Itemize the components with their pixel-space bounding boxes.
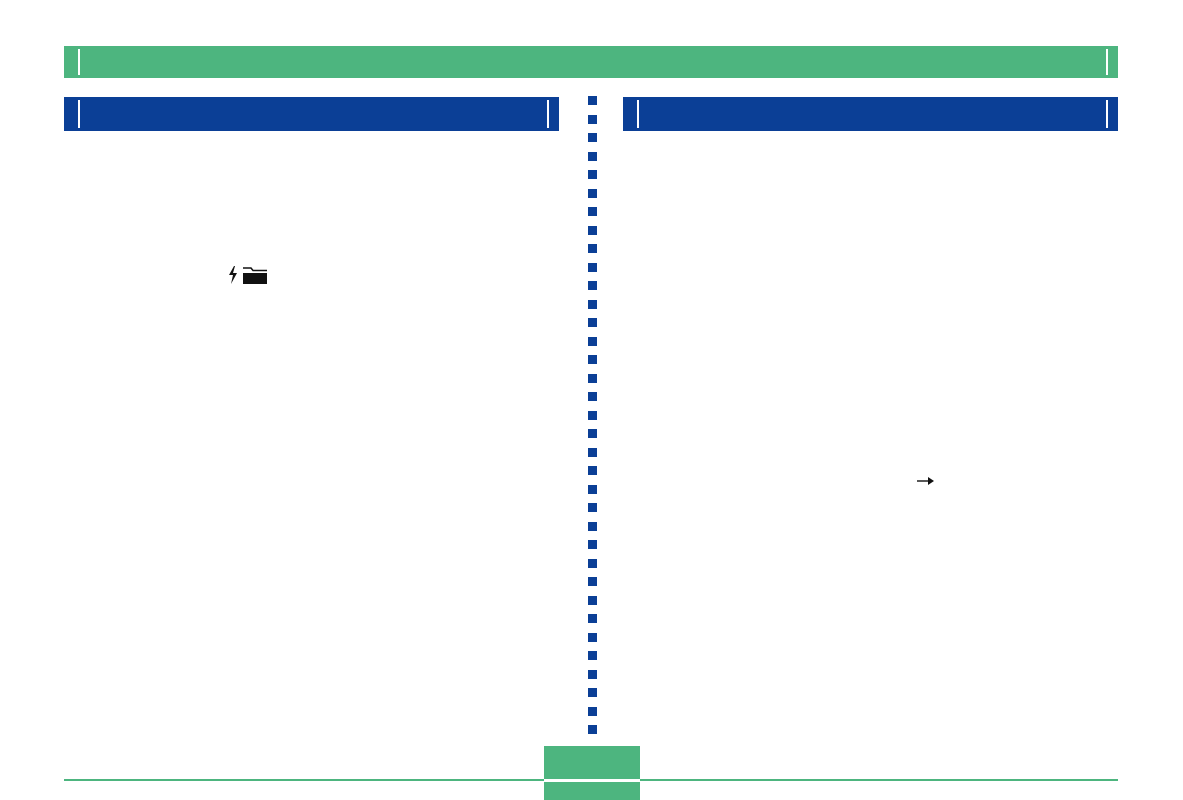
divider-dot <box>587 614 597 623</box>
divider-dot <box>587 170 597 179</box>
header-bar-notch-left <box>78 49 80 75</box>
header-bar-notch-right <box>1106 49 1108 75</box>
divider-dot <box>587 595 597 605</box>
divider-dot <box>587 429 597 438</box>
divider-dot <box>587 281 597 290</box>
right-arrow-icon <box>917 477 934 485</box>
divider-dot <box>587 447 597 457</box>
divider-dot <box>587 96 597 105</box>
divider-dot <box>587 299 597 309</box>
divider-dot <box>587 318 597 327</box>
divider-dot <box>587 651 597 660</box>
divider-dot <box>587 503 597 512</box>
divider-dot <box>587 725 597 734</box>
left-section-header <box>64 97 559 131</box>
divider-dot <box>587 466 597 475</box>
divider-dot <box>587 336 597 346</box>
flash-icon <box>229 266 237 284</box>
divider-dot <box>587 558 597 568</box>
page-number-tab <box>544 746 640 800</box>
divider-dot <box>587 133 597 142</box>
divider-dot <box>587 244 597 253</box>
divider-dot <box>587 392 597 401</box>
divider-dot <box>587 484 597 494</box>
divider-dot <box>587 207 597 216</box>
left-header-notch-right <box>547 100 549 128</box>
divider-dot <box>587 669 597 679</box>
divider-dot <box>587 688 597 697</box>
column-divider <box>586 96 598 736</box>
right-header-notch-right <box>1106 100 1108 128</box>
left-header-notch-left <box>78 100 80 128</box>
chapter-header-bar <box>64 46 1118 78</box>
divider-dot <box>587 151 597 161</box>
divider-dot <box>587 410 597 420</box>
divider-dot <box>587 632 597 642</box>
divider-dot <box>587 706 597 716</box>
right-header-notch-left <box>637 100 639 128</box>
divider-dot <box>587 188 597 198</box>
divider-dot <box>587 577 597 586</box>
divider-dot <box>587 355 597 364</box>
divider-dot <box>587 373 597 383</box>
divider-dot <box>587 262 597 272</box>
flash-folder-glyphs <box>228 264 268 284</box>
divider-dot <box>587 225 597 235</box>
page-tab-cut <box>544 779 640 782</box>
divider-dot <box>587 540 597 549</box>
divider-dot <box>587 114 597 124</box>
folder-icon <box>243 267 267 284</box>
right-section-header <box>623 97 1118 131</box>
divider-dot <box>587 521 597 531</box>
